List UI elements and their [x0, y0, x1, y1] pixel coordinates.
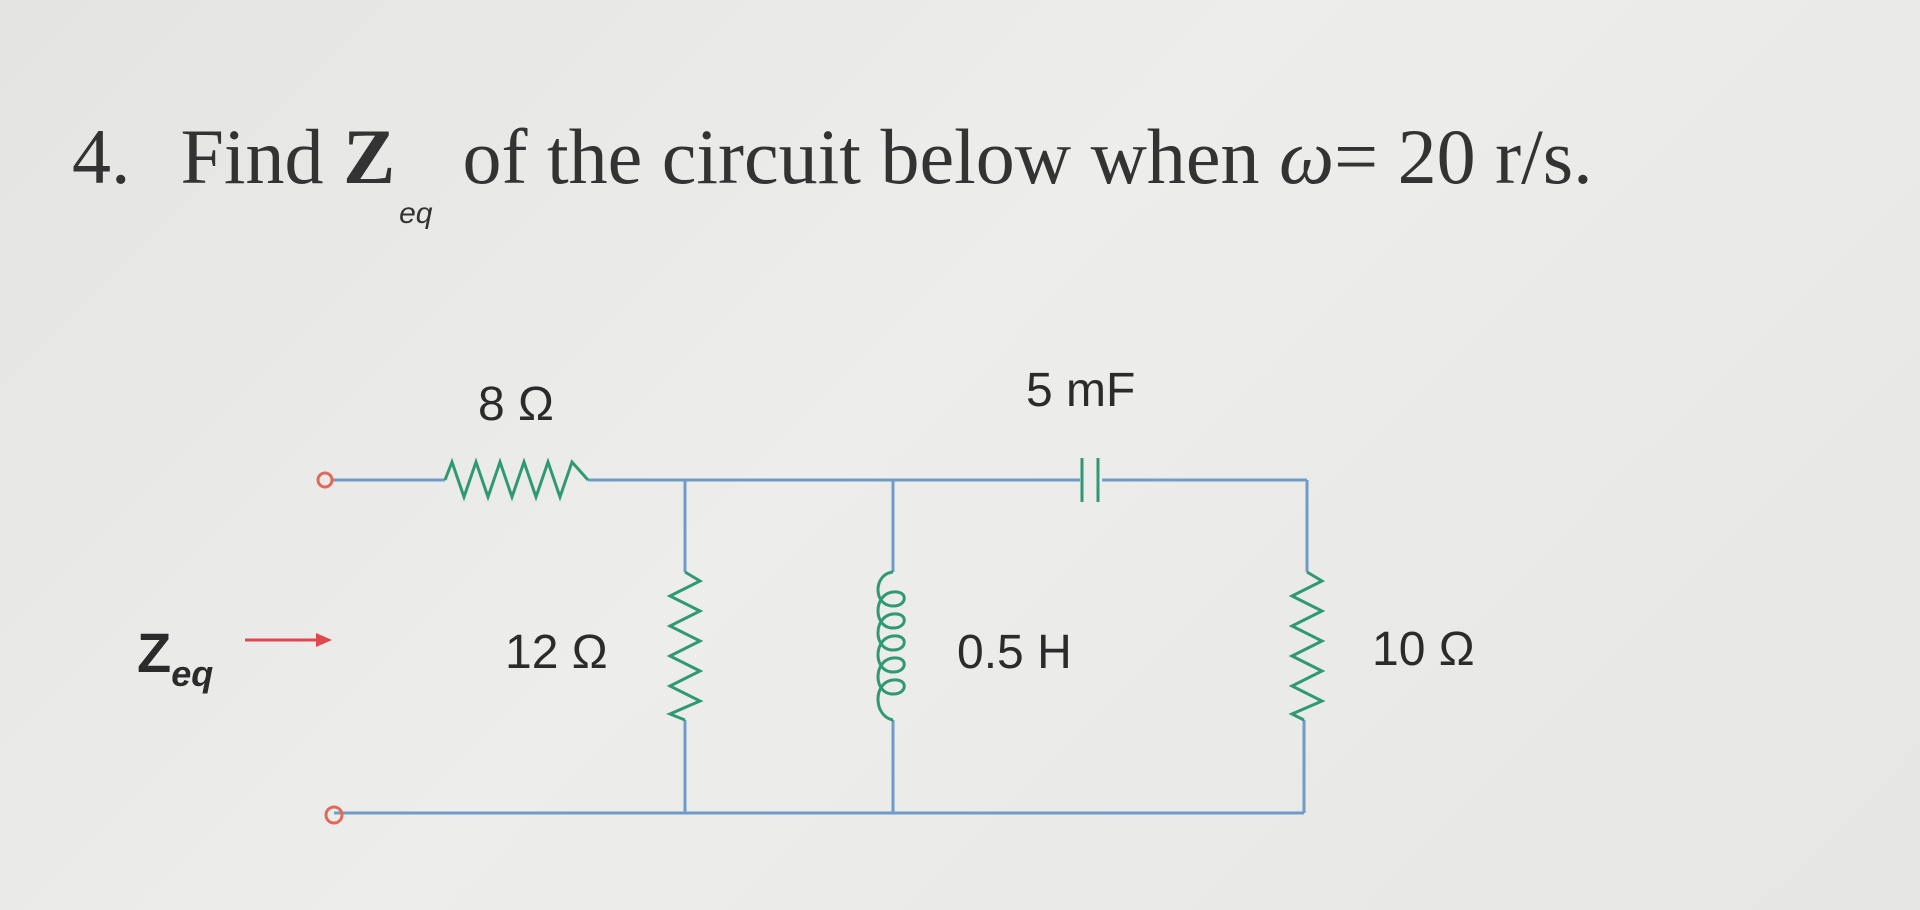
label-zeq-symbol: Z — [137, 621, 171, 684]
question-condition: = 20 r/s. — [1334, 113, 1593, 200]
label-8-ohm: 8 Ω — [478, 378, 554, 431]
question-mid-text: of the circuit below when — [462, 113, 1260, 200]
label-12-ohm: 12 Ω — [505, 626, 608, 679]
label-0-5h: 0.5 H — [957, 626, 1072, 679]
resistor-10-ohm — [1288, 570, 1326, 722]
question-omega: ω — [1279, 113, 1335, 200]
question-z-symbol: Z — [343, 113, 396, 200]
zeq-arrow — [245, 633, 332, 647]
question-z-subscript: eq — [399, 197, 433, 230]
wires — [331, 478, 1309, 815]
resistor-8-ohm — [443, 457, 590, 502]
question-text: 4.Find Zeqof the circuit below when ω= 2… — [72, 118, 1593, 229]
inductor-0-5h — [876, 570, 906, 722]
label-zeq-subscript: eq — [171, 653, 213, 694]
terminal-bottom — [324, 805, 344, 825]
label-zeq: Zeq — [137, 621, 213, 694]
resistor-12-ohm — [666, 570, 704, 722]
label-10-ohm: 10 Ω — [1372, 623, 1475, 676]
capacitor-5mf — [1080, 458, 1100, 502]
label-5mf: 5 mF — [1026, 364, 1135, 417]
question-number: 4. — [72, 113, 131, 200]
terminal-top — [316, 471, 334, 489]
question-find: Find — [180, 113, 324, 200]
